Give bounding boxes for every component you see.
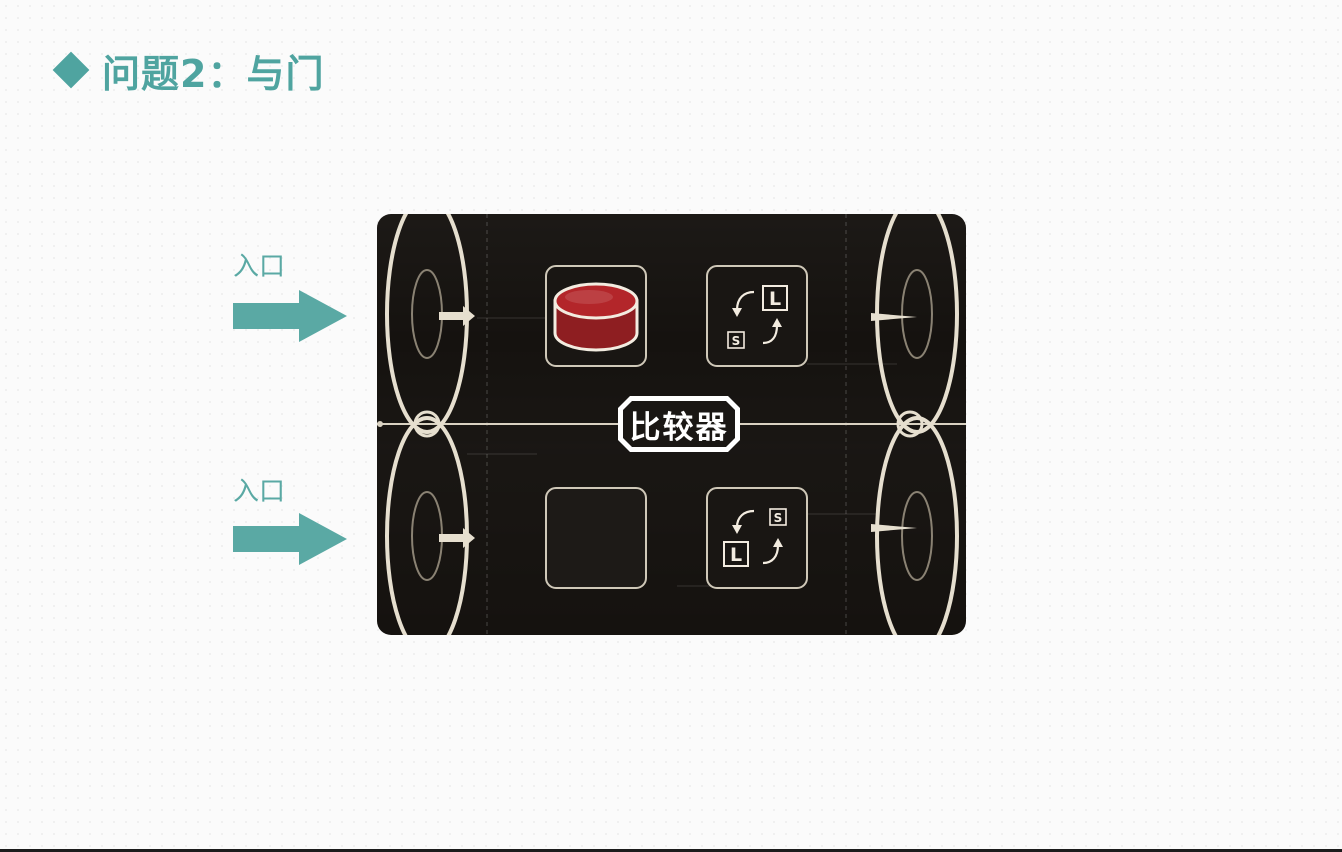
badge-label: 比较器 [629, 409, 729, 446]
input-tile-top[interactable] [545, 265, 647, 367]
badge-frame [618, 396, 740, 452]
entry-label-top: 入口 [233, 252, 286, 282]
slide-title: 问题2：与门 [50, 44, 324, 96]
large-label: L [730, 544, 742, 566]
swap-arrows-icon: S L [723, 508, 787, 567]
diamond-bullet-icon [52, 51, 90, 89]
large-label: L [769, 288, 781, 310]
bottom-rule [0, 849, 1342, 852]
comparator-badge: 比较器 [616, 394, 742, 454]
right-arrow-icon [233, 513, 347, 565]
red-token-icon [553, 282, 639, 352]
swap-tile-bottom[interactable]: S L [706, 487, 808, 589]
small-label: S [732, 334, 741, 348]
swap-tile-top[interactable]: L S [706, 265, 808, 367]
swap-arrows-icon: L S [727, 285, 788, 349]
small-label: S [774, 511, 783, 525]
right-arrow-icon [233, 290, 347, 342]
entry-label-bottom: 入口 [233, 477, 286, 507]
input-tile-bottom[interactable] [545, 487, 647, 589]
title-text: 问题2：与门 [102, 51, 325, 96]
